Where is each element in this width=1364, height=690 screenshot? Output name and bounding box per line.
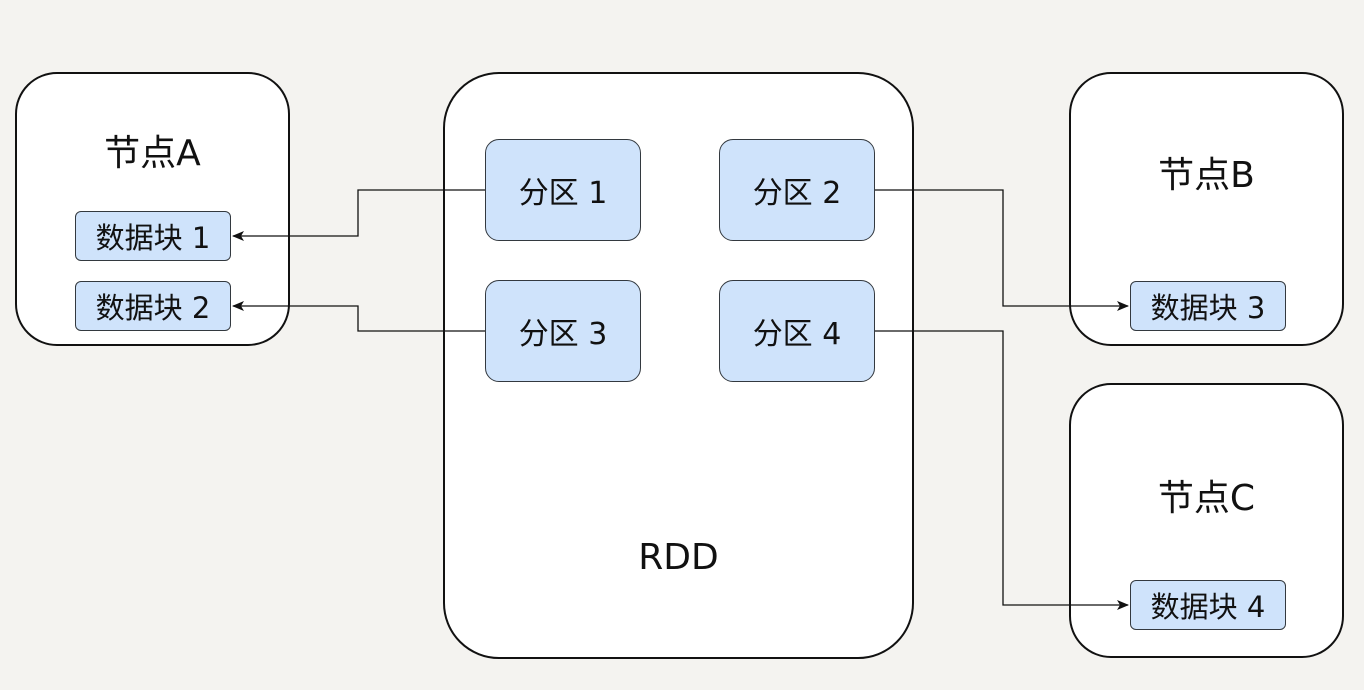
data-block-1: 数据块 1 (75, 211, 231, 261)
rdd-label: RDD (638, 537, 719, 578)
partition-1: 分区 1 (485, 139, 641, 241)
node-a-title: 节点A (104, 133, 201, 174)
node-c-title: 节点C (1157, 478, 1256, 519)
data-block-2: 数据块 2 (75, 281, 231, 331)
data-block-3: 数据块 3 (1130, 281, 1286, 331)
partition-2: 分区 2 (719, 139, 875, 241)
partition-4: 分区 4 (719, 280, 875, 382)
node-b-title: 节点B (1158, 155, 1255, 196)
partition-3: 分区 3 (485, 280, 641, 382)
data-block-4: 数据块 4 (1130, 580, 1286, 630)
